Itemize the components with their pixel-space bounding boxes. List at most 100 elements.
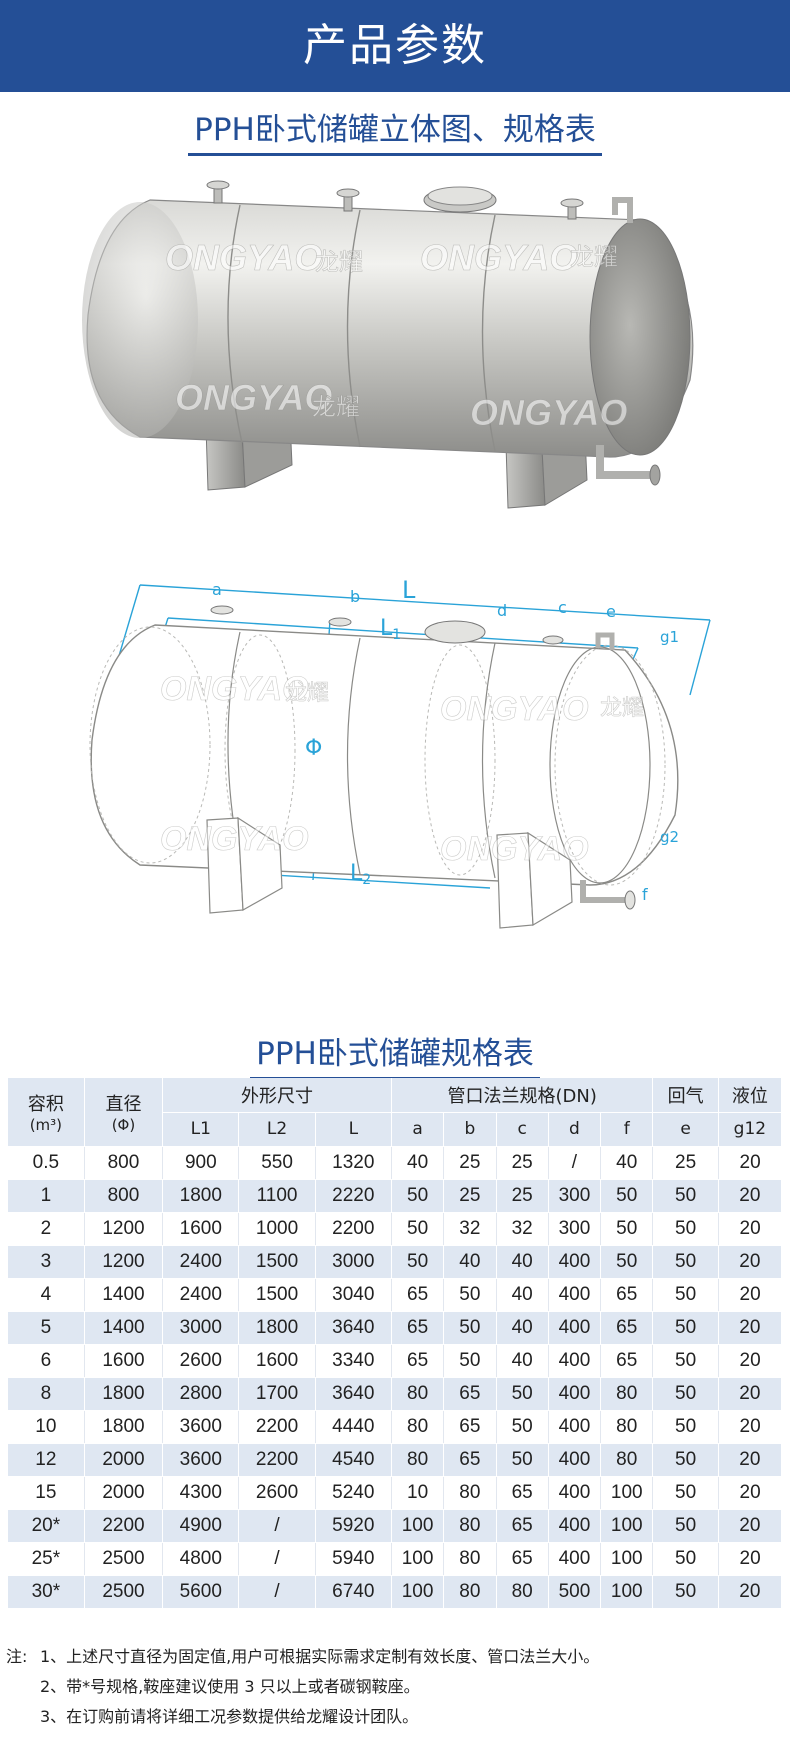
table-cell: 80 bbox=[391, 1410, 445, 1444]
table-cell: 2000 bbox=[84, 1443, 164, 1477]
table-cell: 2400 bbox=[162, 1245, 240, 1279]
watermark-brand: ONGYAO bbox=[440, 690, 589, 728]
table-cell: 65 bbox=[496, 1509, 549, 1543]
table-cell: 0.5 bbox=[8, 1146, 85, 1180]
table-cell: 20 bbox=[718, 1179, 783, 1213]
table-cell: 25* bbox=[8, 1542, 85, 1576]
table-cell: 40 bbox=[391, 1146, 445, 1180]
header-banner: 产品参数 bbox=[0, 0, 790, 92]
notes: 注:1、上述尺寸直径为固定值,用户可根据实际需求定制有效长度、管口法兰大小。 2… bbox=[6, 1642, 786, 1732]
header-dimensions: 外形尺寸 bbox=[162, 1078, 392, 1113]
table-cell: 32 bbox=[443, 1212, 497, 1246]
table-cell: 25 bbox=[652, 1146, 719, 1180]
table-cell: 5920 bbox=[315, 1509, 392, 1543]
table-cell: 80 bbox=[496, 1575, 549, 1609]
table-cell: 2400 bbox=[162, 1278, 240, 1312]
table-cell: 1500 bbox=[238, 1278, 316, 1312]
table-cell: 400 bbox=[548, 1377, 602, 1411]
table-cell: 4800 bbox=[162, 1542, 240, 1576]
table-cell: 3000 bbox=[162, 1311, 240, 1345]
table-cell: 50 bbox=[652, 1245, 719, 1279]
table-cell: 50 bbox=[600, 1212, 654, 1246]
table-cell: 50 bbox=[652, 1509, 719, 1543]
table-cell: 80 bbox=[443, 1575, 497, 1609]
table-cell: 20 bbox=[718, 1212, 782, 1246]
table-cell: 80 bbox=[391, 1443, 445, 1477]
table-cell: 65 bbox=[600, 1344, 654, 1378]
subheader-L2: L2 bbox=[238, 1112, 316, 1147]
watermark-brand: ONGYAO bbox=[440, 830, 589, 868]
table-cell: 1500 bbox=[238, 1245, 316, 1279]
table-cell: 4440 bbox=[315, 1410, 392, 1444]
table-cell: 2500 bbox=[84, 1575, 164, 1609]
table-cell: 1800 bbox=[162, 1179, 240, 1213]
table-cell: 65 bbox=[443, 1377, 497, 1411]
table-cell: 50 bbox=[652, 1212, 719, 1246]
spec-table: 容积 (m³) 直径 (Φ) 外形尺寸 管口法兰规格(DN) 回气 液位 L1 … bbox=[8, 1078, 783, 1609]
table-cell: 40 bbox=[443, 1245, 497, 1279]
table-cell: 400 bbox=[548, 1410, 602, 1444]
table-cell: / bbox=[238, 1542, 316, 1576]
table-cell: 20 bbox=[718, 1509, 783, 1543]
note-text: 2、带*号规格,鞍座建议使用 3 只以上或者碳钢鞍座。 bbox=[40, 1677, 420, 1696]
table-cell: 2000 bbox=[84, 1476, 164, 1510]
table-cell: 100 bbox=[600, 1542, 654, 1576]
table-cell: 10 bbox=[8, 1410, 85, 1444]
table-cell: 20 bbox=[718, 1410, 782, 1444]
watermark-cn: 龙耀 bbox=[312, 393, 360, 421]
table-cell: 400 bbox=[548, 1278, 602, 1312]
table-cell: 2200 bbox=[315, 1212, 392, 1246]
label-f: f bbox=[642, 885, 648, 904]
table-cell: 3 bbox=[8, 1245, 85, 1279]
table-cell: 2200 bbox=[84, 1509, 164, 1543]
table-cell: 65 bbox=[496, 1542, 549, 1576]
label-L1: L1 bbox=[380, 616, 401, 643]
table-cell: 50 bbox=[652, 1476, 719, 1510]
table-cell: 1800 bbox=[84, 1377, 164, 1411]
table-cell: 8 bbox=[8, 1377, 85, 1411]
table-cell: / bbox=[238, 1575, 316, 1609]
table-cell: 3340 bbox=[315, 1344, 392, 1378]
table-cell: 1700 bbox=[238, 1377, 316, 1411]
subheader-L: L bbox=[315, 1112, 392, 1147]
watermark-brand: ONGYAO bbox=[160, 820, 309, 858]
table-cell: 400 bbox=[548, 1509, 602, 1543]
table-cell: 50 bbox=[652, 1344, 719, 1378]
table-cell: 80 bbox=[600, 1443, 654, 1477]
table-cell: 1800 bbox=[238, 1311, 316, 1345]
table-cell: 65 bbox=[391, 1344, 445, 1378]
table-cell: 50 bbox=[391, 1212, 445, 1246]
table-cell: 300 bbox=[548, 1212, 602, 1246]
table-cell: 20 bbox=[718, 1575, 783, 1609]
table-cell: / bbox=[548, 1146, 602, 1180]
table-cell: 40 bbox=[496, 1344, 549, 1378]
table-cell: 5940 bbox=[315, 1542, 392, 1576]
subheader-a: a bbox=[391, 1112, 445, 1147]
table-cell: 900 bbox=[162, 1146, 240, 1180]
table-cell: 80 bbox=[391, 1377, 445, 1411]
note-item: 注:1、上述尺寸直径为固定值,用户可根据实际需求定制有效长度、管口法兰大小。 bbox=[6, 1642, 786, 1672]
table-cell: 3000 bbox=[315, 1245, 392, 1279]
table-cell: 4540 bbox=[315, 1443, 392, 1477]
table-cell: 4 bbox=[8, 1278, 85, 1312]
table-cell: 300 bbox=[548, 1179, 602, 1213]
table-cell: 40 bbox=[496, 1278, 549, 1312]
table-cell: 50 bbox=[391, 1245, 445, 1279]
table-cell: 10 bbox=[391, 1476, 445, 1510]
table-cell: 2600 bbox=[162, 1344, 240, 1378]
watermark-brand: ONGYAO bbox=[175, 377, 332, 418]
table-cell: 65 bbox=[391, 1311, 445, 1345]
table-cell: 65 bbox=[496, 1476, 549, 1510]
table-cell: 50 bbox=[652, 1179, 719, 1213]
table-cell: 100 bbox=[391, 1542, 445, 1576]
watermark-cn: 龙耀 bbox=[285, 681, 329, 706]
subheader-c: c bbox=[496, 1112, 549, 1147]
table-cell: 2800 bbox=[162, 1377, 240, 1411]
